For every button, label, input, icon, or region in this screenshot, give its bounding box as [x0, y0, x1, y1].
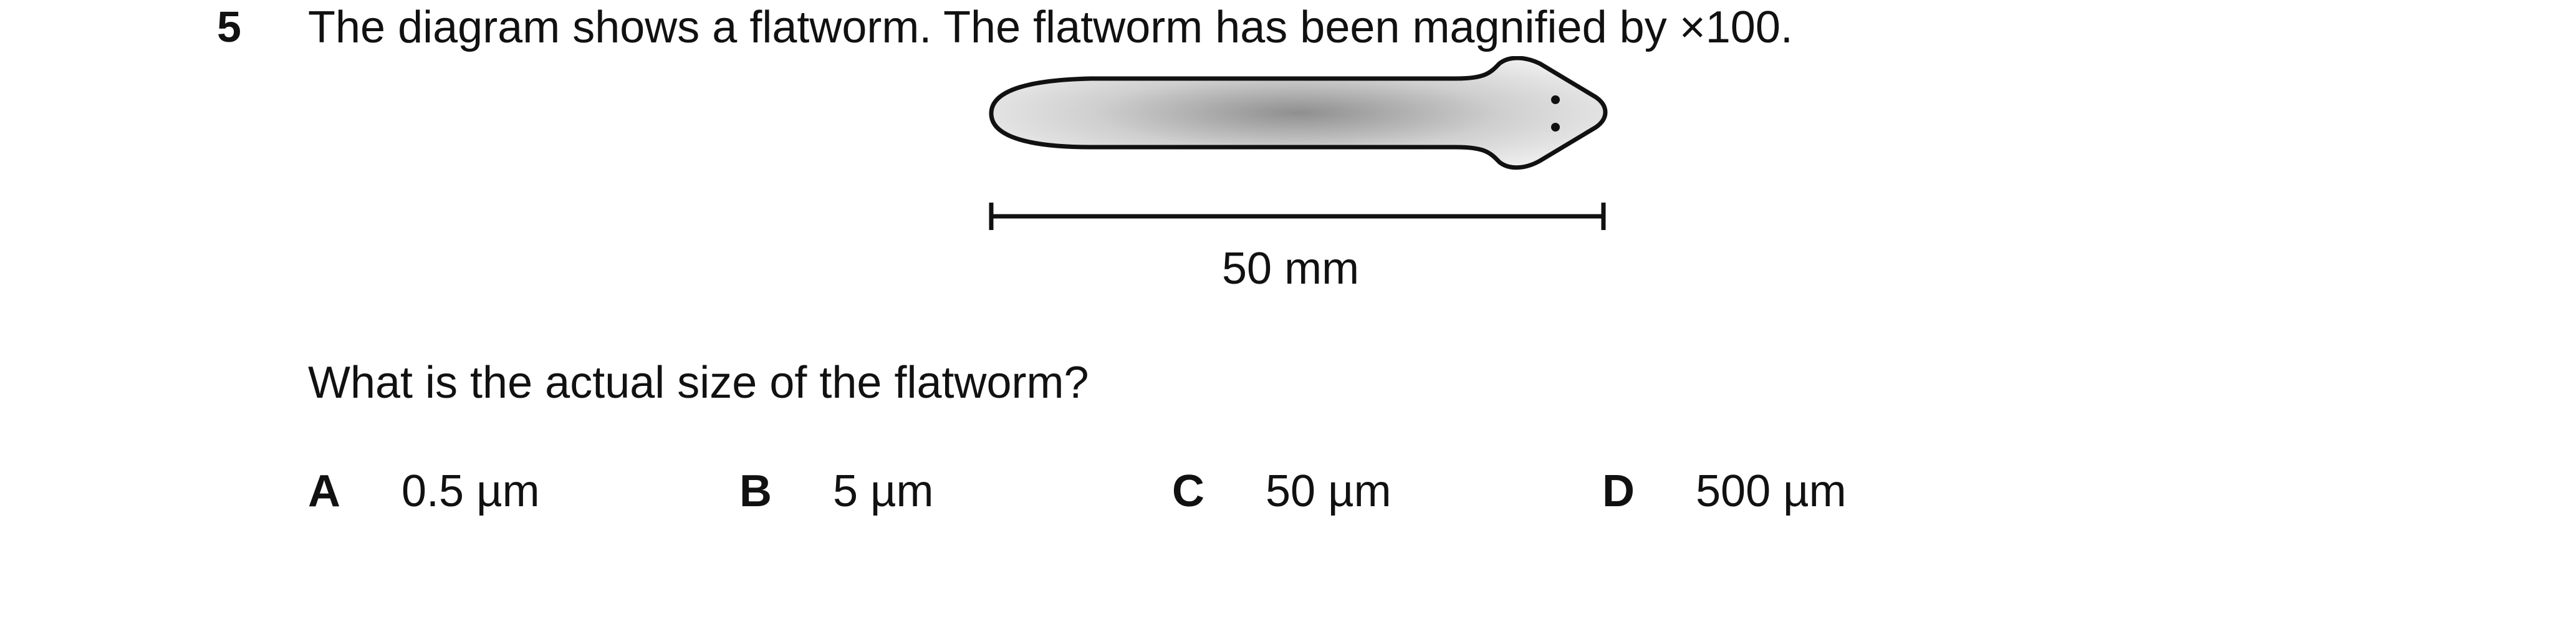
- answer-option-b[interactable]: B 5 µm: [739, 466, 934, 516]
- answer-option-a[interactable]: A 0.5 µm: [308, 466, 540, 516]
- option-letter: D: [1602, 466, 1635, 516]
- scale-label: 50 mm: [1222, 244, 1360, 294]
- flatworm-eye-left: [1551, 95, 1560, 104]
- option-value: 50 µm: [1266, 466, 1391, 516]
- option-value: 500 µm: [1696, 466, 1847, 516]
- option-letter: A: [308, 466, 340, 516]
- flatworm-body: [989, 56, 1608, 170]
- question-stem: The diagram shows a flatworm. The flatwo…: [308, 2, 1793, 52]
- answer-option-d[interactable]: D 500 µm: [1602, 466, 1847, 516]
- option-letter: B: [739, 466, 772, 516]
- flatworm-eye-right: [1551, 123, 1560, 132]
- option-value: 0.5 µm: [401, 466, 540, 516]
- scale-bar: [989, 203, 1606, 230]
- question-number: 5: [217, 2, 241, 51]
- option-value: 5 µm: [833, 466, 934, 516]
- flatworm-illustration: [989, 56, 1608, 170]
- option-letter: C: [1172, 466, 1204, 516]
- flatworm-diagram: [989, 56, 1608, 230]
- answer-option-c[interactable]: C 50 µm: [1172, 466, 1391, 516]
- question-prompt: What is the actual size of the flatworm?: [308, 358, 1089, 408]
